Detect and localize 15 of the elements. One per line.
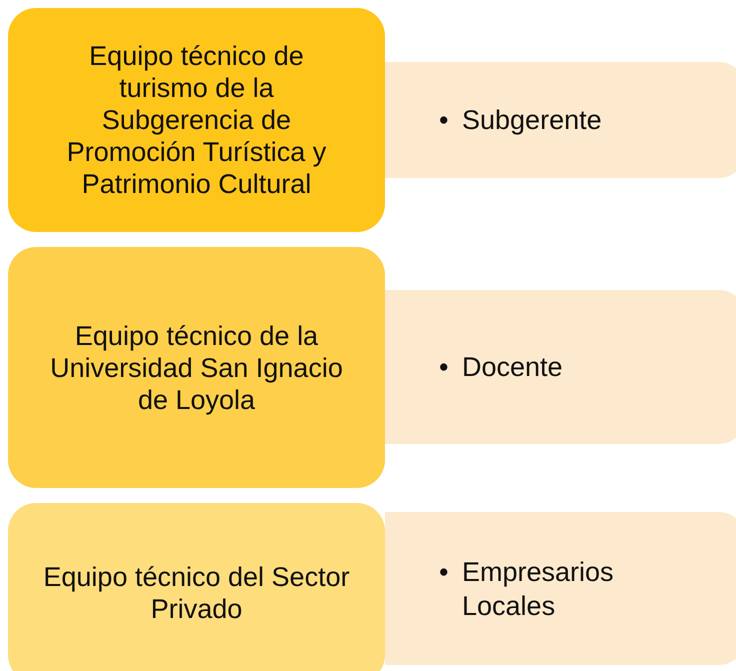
member-list-box [385,62,736,178]
list-item: Empresarios Locales [462,556,615,622]
category-box [8,247,385,488]
category-title: Equipo técnico de turismo de la Subgerencia de Promoción Turística y Patrimonio Cultural [66,40,328,200]
list-item: Subgerente [462,104,603,137]
category-title: Equipo técnico del Sector Privado [43,561,350,625]
list-item: Docente [462,351,564,384]
member-list-box [385,290,736,444]
member-list-box [385,512,736,665]
category-box [8,503,385,671]
bullet-mark: • [439,104,450,137]
bullet-mark: • [439,556,450,588]
bullet-mark: • [439,351,450,384]
category-box [8,8,385,232]
category-title: Equipo técnico de la Universidad San Ignacio de Loyola [49,320,344,416]
